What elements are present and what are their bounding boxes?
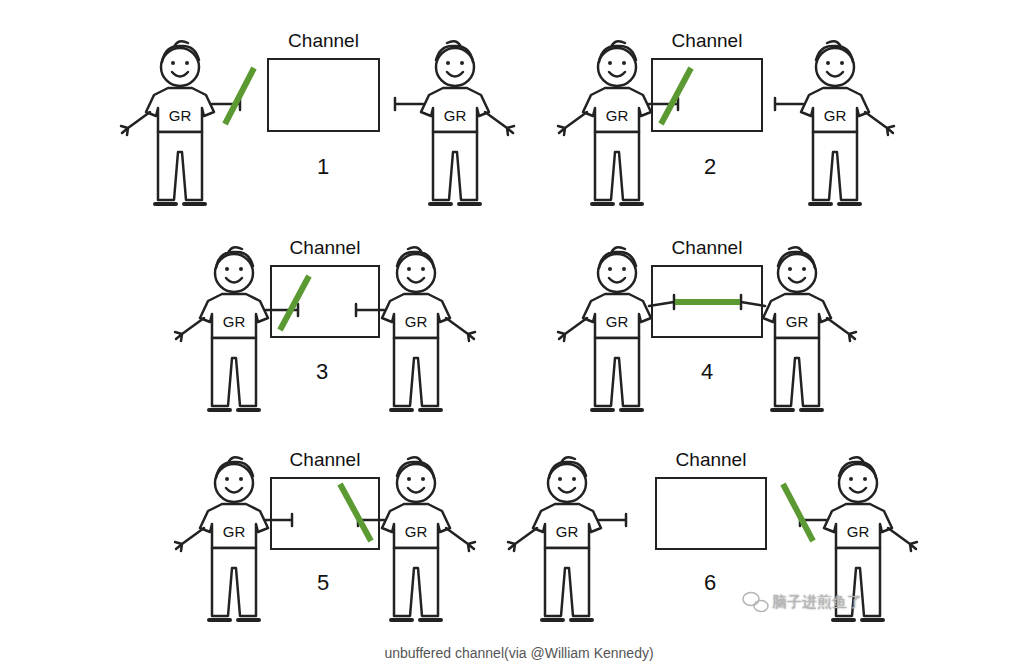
channel-title: Channel [288,30,359,52]
shirt-label: GR [606,107,629,124]
watermark-icon [743,593,768,612]
step-number: 5 [317,570,329,596]
channel-box [267,58,380,132]
step-number: 3 [316,359,328,385]
shirt-label: GR [556,523,579,540]
channel-node: Channel [270,265,380,338]
shirt-label: GR [824,107,847,124]
shirt-label: GR [786,313,809,330]
channel-box [270,477,380,550]
step-number: 1 [317,154,329,180]
channel-node: Channel [651,58,763,132]
channel-node: Channel [267,58,380,132]
step-number: 2 [704,154,716,180]
step-number: 4 [701,359,713,385]
shirt-label: GR [223,313,246,330]
shirt-label: GR [223,523,246,540]
channel-node: Channel [655,477,767,550]
channel-title: Channel [672,30,743,52]
channel-title: Channel [290,449,361,471]
channel-node: Channel [651,265,763,338]
shirt-label: GR [606,313,629,330]
channel-box [651,58,763,132]
shirt-label: GR [405,523,428,540]
channel-title: Channel [290,237,361,259]
shirt-label: GR [169,107,192,124]
shirt-label: GR [405,313,428,330]
channel-node: Channel [270,477,380,550]
sticks [225,68,813,541]
step-number: 6 [704,570,716,596]
watermark: 脑子进煎鱼了 [772,593,862,612]
shirt-label: GR [847,523,870,540]
channel-box [270,265,380,338]
channel-box [655,477,767,550]
shirt-label: GR [444,107,467,124]
caption: unbuffered channel(via @William Kennedy) [384,645,653,661]
channel-title: Channel [676,449,747,471]
channel-box [651,265,763,338]
channel-title: Channel [672,237,743,259]
